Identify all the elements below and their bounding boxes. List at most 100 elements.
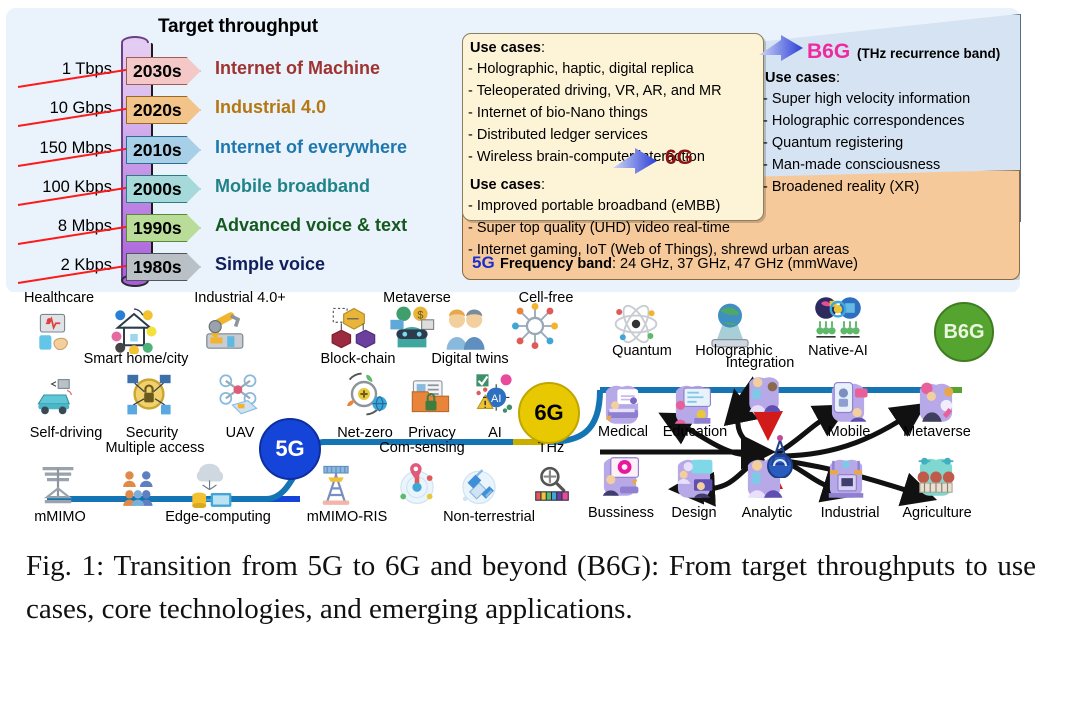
usecase-item: - Improved portable broadband (eMBB) (468, 198, 721, 214)
antenna-array-icon (36, 462, 80, 506)
timeline-row: 150 Mbps 2010s Internet of everywhere (0, 136, 480, 170)
people-group-icon (116, 466, 166, 508)
throughput-label: 1 Tbps (61, 60, 112, 78)
svg-text:AI: AI (491, 393, 501, 405)
technology-label: Com-sensing (379, 440, 465, 456)
5g-band-value: : 24 GHz, 37 GHz, 47 GHz (mmWave) (612, 256, 859, 272)
blockchain-icon (330, 305, 378, 351)
timeline-row: 1 Tbps 2030s Internet of Machine (0, 57, 480, 91)
usecase-item: - Quantum registering (763, 135, 904, 151)
native-ai-icon (790, 296, 886, 344)
figure-caption: Fig. 1: Transition from 5G to 6G and bey… (26, 550, 1036, 625)
timeline-row: 8 Mbps 1990s Advanced voice & text (0, 214, 480, 248)
5g-circle-badge: 5G (259, 418, 321, 480)
sensing-radar-icon (394, 462, 440, 508)
generation-label: Internet of everywhere (215, 137, 408, 157)
technology-label: Metaverse (903, 424, 971, 440)
technology-label: Multiple access (105, 440, 205, 456)
agriculture-app-icon (912, 452, 960, 498)
satellite-icon (456, 462, 502, 508)
6g-circle-badge: 6G (518, 382, 580, 444)
technology-label: Healthcare (23, 290, 95, 306)
decade-chip[interactable]: 2000s (126, 175, 201, 203)
digital-twins-icon (440, 306, 490, 352)
net-zero-icon (340, 370, 388, 418)
5g-usecases-heading: Use cases: (470, 177, 545, 193)
decade-chip[interactable]: 2010s (126, 136, 201, 164)
generation-label: Simple voice (215, 254, 326, 274)
metaverse-app-icon (912, 378, 960, 424)
technology-label: Education (662, 424, 728, 440)
technology-label: mMIMO (34, 509, 86, 525)
decade-chip[interactable]: 1980s (126, 253, 201, 281)
mobile-app-icon (824, 378, 872, 424)
6g-usecases-heading: Use cases: (470, 40, 545, 56)
timeline-row: 100 Kbps 2000s Mobile broadband (0, 175, 480, 209)
technology-label: Non-terrestrial (443, 509, 535, 525)
analytic-app-icon (742, 372, 786, 414)
generation-label: Mobile broadband (215, 176, 370, 196)
throughput-label: 2 Kbps (60, 256, 112, 274)
technology-label: Metaverse (383, 290, 451, 306)
technology-label: UAV (225, 425, 255, 441)
usecase-item: - Holographic, haptic, digital replica (468, 61, 694, 77)
generation-label: Advanced voice & text (215, 215, 408, 235)
healthcare-icon (35, 310, 81, 354)
technology-label: Block-chain (320, 351, 396, 367)
network-tower-hub-icon (760, 430, 800, 478)
metaverse-icon: $ (388, 303, 436, 351)
drone-icon (215, 372, 263, 416)
cell-free-network-icon (512, 303, 558, 349)
technology-label: Smart home/city (83, 351, 189, 367)
5g-band-badge: 5G (472, 253, 495, 272)
throughput-label: 100 Kbps (42, 178, 112, 196)
usecase-item: - Broadened reality (XR) (763, 179, 920, 195)
privacy-folder-icon (408, 372, 454, 416)
throughput-label: 150 Mbps (39, 139, 112, 157)
smart-home-icon (108, 304, 160, 354)
throughput-label: 10 Gbps (49, 99, 112, 117)
thz-spectrum-icon (530, 464, 574, 506)
5g-frequency-band: Frequency band: 24 GHz, 37 GHz, 47 GHz (… (500, 256, 858, 272)
arrow-to-6g-icon (613, 148, 657, 174)
technology-label: Self-driving (29, 425, 103, 441)
technology-label: Industrial 4.0+ (194, 290, 286, 306)
decade-chip[interactable]: 2020s (126, 96, 201, 124)
usecase-item: - Holographic correspondences (763, 113, 965, 129)
technology-label: Privacy (408, 425, 456, 441)
svg-text:$: $ (417, 310, 423, 322)
technology-label: Industrial (820, 505, 880, 521)
quantum-atom-icon (610, 300, 662, 348)
technology-label: Design (671, 505, 717, 521)
design-app-icon (670, 454, 718, 500)
decade-chip[interactable]: 1990s (126, 214, 201, 242)
holographic-projector-icon (706, 300, 754, 348)
b6g-usecases-heading: Use cases: (765, 70, 840, 86)
business-app-icon (596, 452, 644, 498)
decade-chip[interactable]: 2030s (126, 57, 201, 85)
education-app-icon (668, 380, 716, 426)
usecase-item: - Super high velocity information (763, 91, 971, 107)
medical-app-icon (598, 380, 646, 426)
technology-label: mMIMO-RIS (306, 509, 388, 525)
technology-label: Net-zero (337, 425, 393, 441)
technology-label: Edge-computing (165, 509, 271, 525)
throughput-label: 8 Mbps (57, 217, 112, 235)
technology-label: Bussiness (587, 505, 655, 521)
generation-label: Internet of Machine (215, 58, 381, 78)
technology-label: Cell-free (518, 290, 574, 306)
usecase-item: - Super top quality (UHD) video real-tim… (468, 220, 730, 236)
technology-label: Agriculture (902, 505, 972, 521)
generation-label: Industrial 4.0 (215, 97, 327, 117)
technology-label: Analytic (741, 505, 793, 521)
timeline-row: 10 Gbps 2020s Industrial 4.0 (0, 96, 480, 130)
b6g-badge: B6G (807, 40, 851, 63)
usecase-item: - Teleoperated driving, VR, AR, and MR (468, 83, 722, 99)
technology-label: Medical (598, 424, 648, 440)
b6g-circle-badge: B6G (934, 302, 994, 362)
usecase-item: - Internet gaming, IoT (Web of Things), … (468, 242, 850, 258)
security-lock-icon (125, 370, 173, 418)
technology-label: Security (125, 425, 179, 441)
technology-label: Mobile (827, 424, 871, 440)
